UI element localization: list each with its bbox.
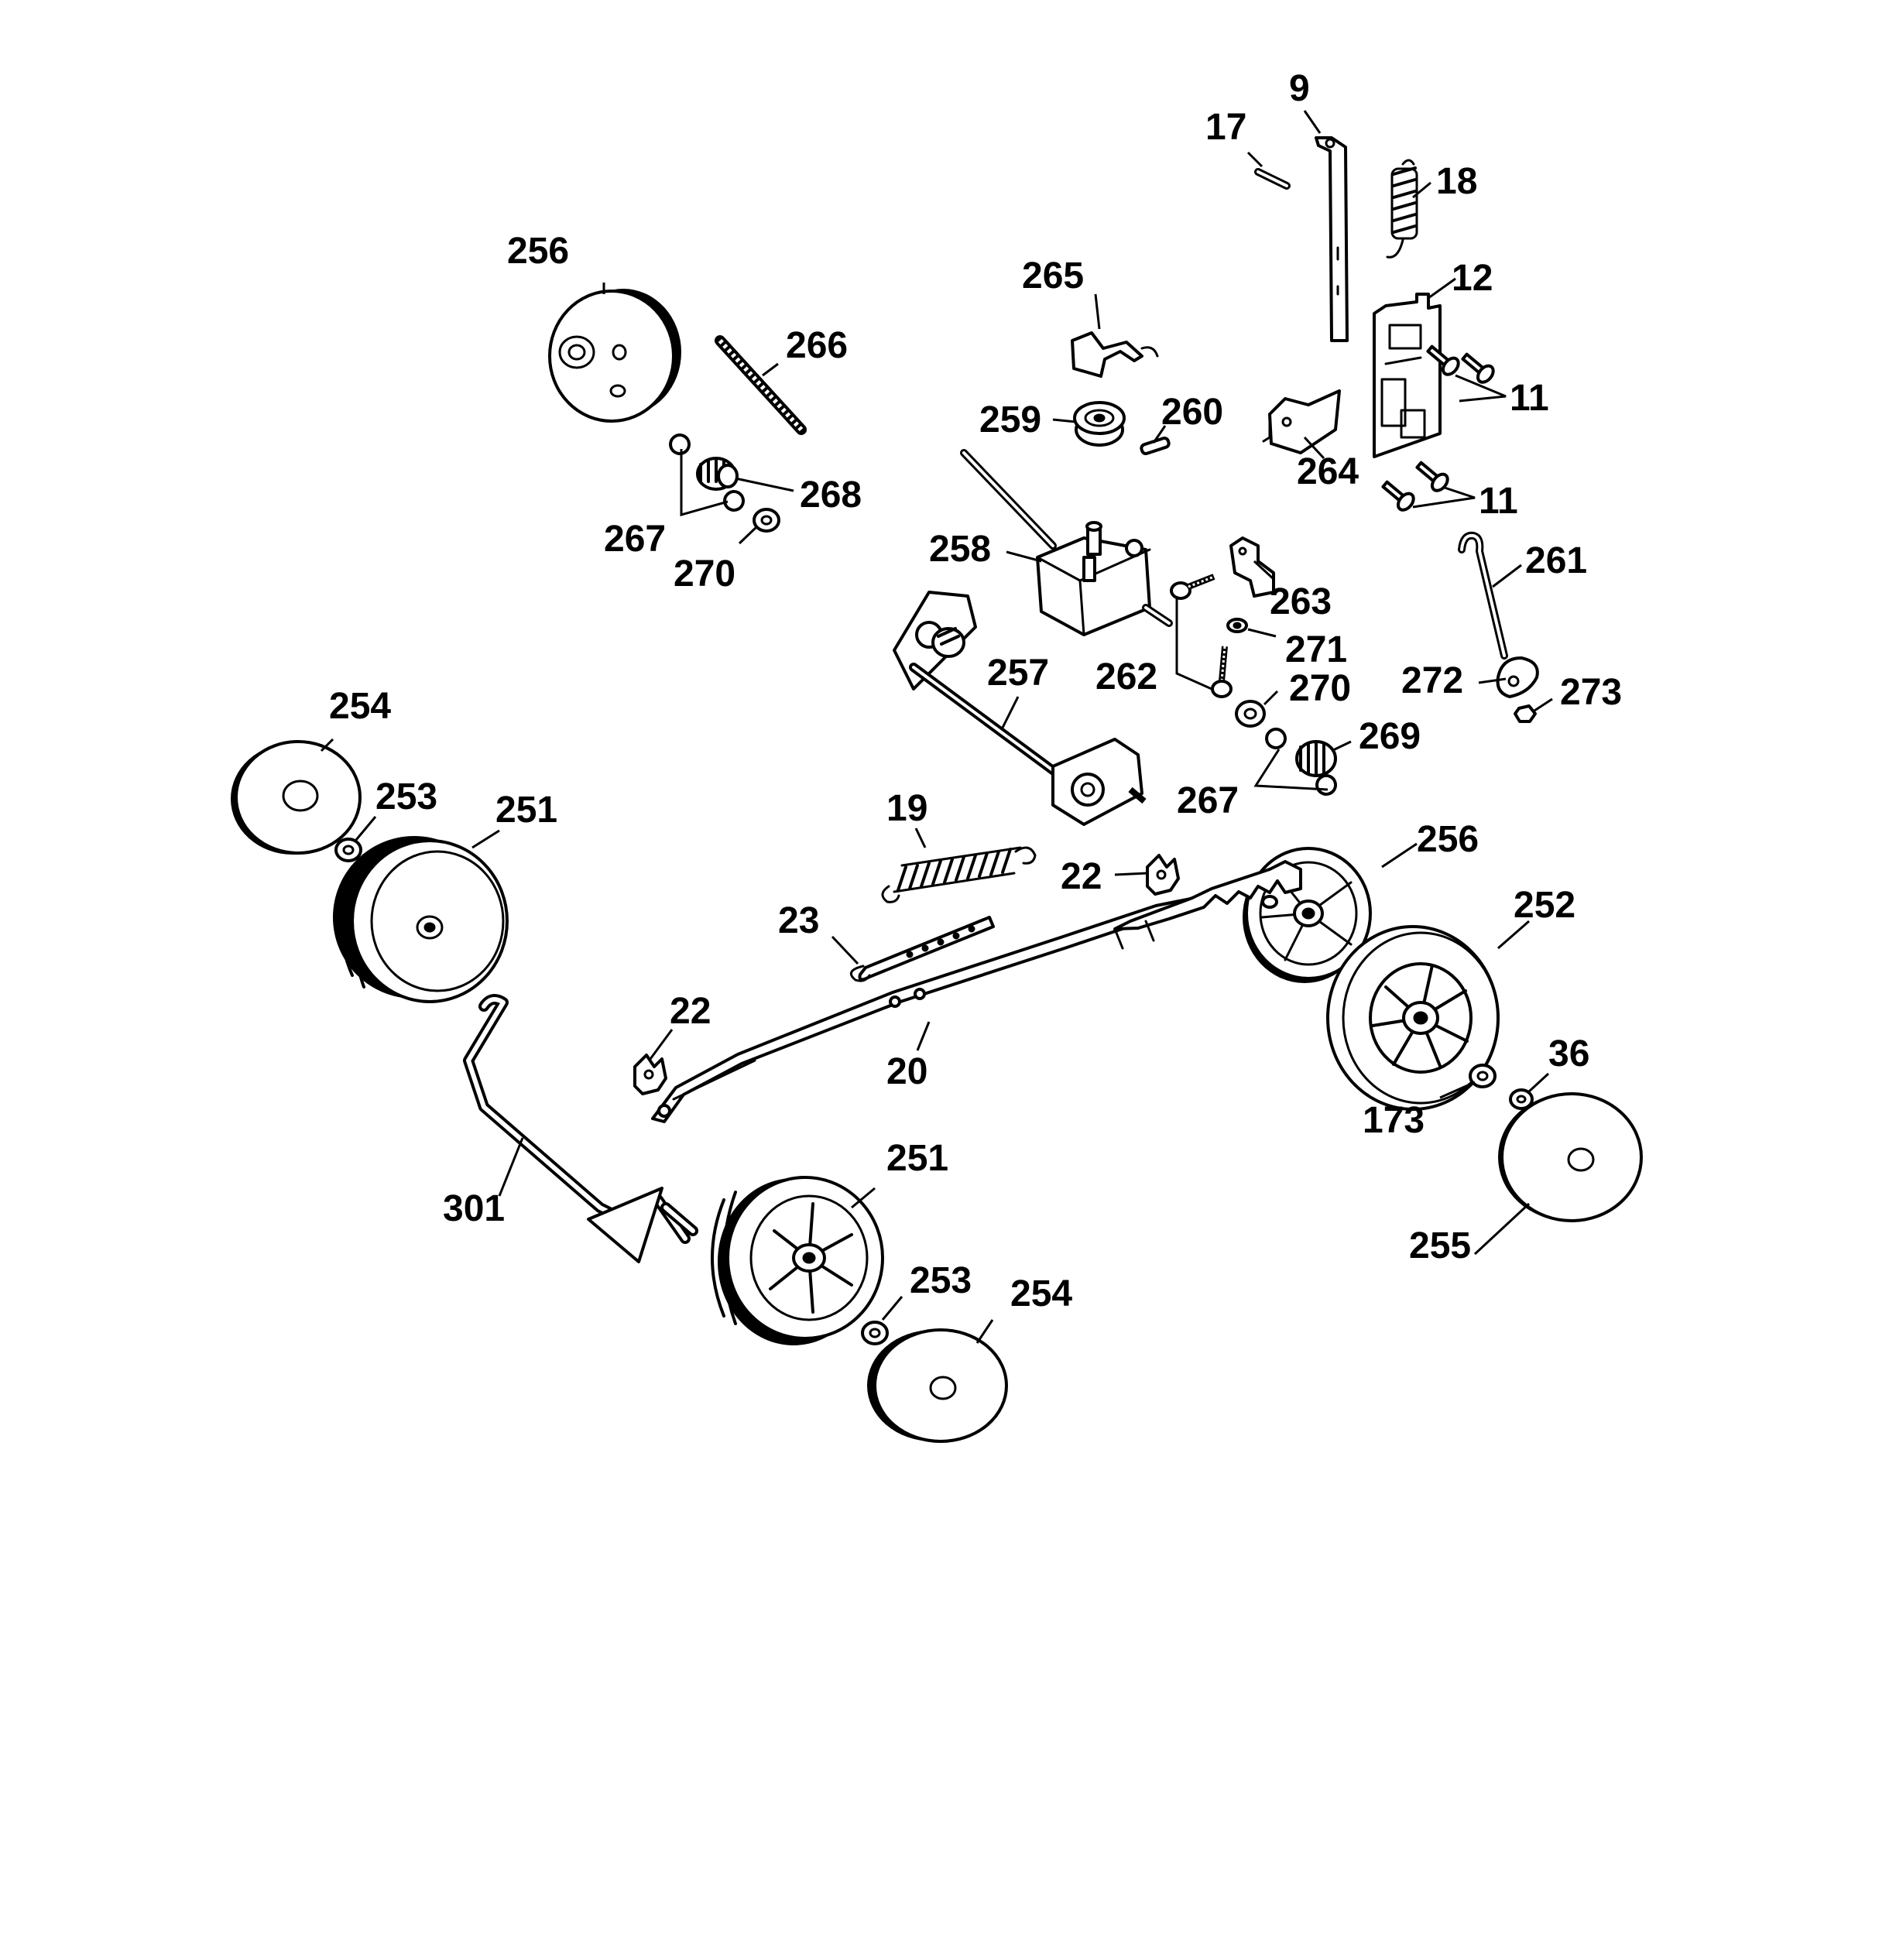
- label-264: 264: [1297, 451, 1359, 492]
- part-23-strap: [849, 916, 995, 982]
- part-256-wheel-disc-top: [548, 289, 681, 423]
- label-257: 257: [987, 653, 1049, 694]
- label-253-top: 253: [375, 776, 437, 817]
- label-9: 9: [1289, 68, 1310, 109]
- part-20-lever-arm: [651, 860, 1302, 1123]
- part-261-hook-rod: [1458, 531, 1508, 660]
- part-257-linkage: [893, 591, 1147, 826]
- label-271: 271: [1285, 629, 1347, 670]
- part-251-wheel-bottom: [711, 1176, 884, 1345]
- part-258-gearbox: [960, 449, 1173, 636]
- label-252: 252: [1514, 885, 1575, 926]
- label-19: 19: [886, 788, 927, 829]
- label-251-bottom: 251: [886, 1138, 948, 1179]
- part-265-bracket: [1071, 331, 1159, 378]
- part-263-bracket: [1229, 536, 1275, 598]
- label-261: 261: [1525, 540, 1587, 581]
- label-22-left: 22: [670, 991, 711, 1032]
- label-265: 265: [1022, 255, 1084, 296]
- part-253-nut-top: [334, 838, 362, 862]
- part-9-lever: [1315, 136, 1349, 342]
- label-268: 268: [800, 475, 862, 516]
- label-259: 259: [979, 399, 1041, 440]
- label-260: 260: [1161, 392, 1223, 433]
- label-272: 272: [1401, 660, 1463, 701]
- label-256-top: 256: [507, 231, 569, 272]
- part-259-pulley: [1073, 401, 1126, 447]
- label-267-bottom: 267: [1177, 780, 1239, 821]
- part-255-hubcap: [1498, 1092, 1643, 1222]
- part-264-bracket: [1262, 389, 1341, 454]
- part-267-rings-top: [669, 433, 745, 512]
- part-22-clip-left: [633, 1054, 667, 1095]
- part-270-washer-top: [753, 508, 780, 533]
- label-255: 255: [1409, 1225, 1471, 1266]
- label-36: 36: [1548, 1033, 1589, 1074]
- part-22-clip-right: [1146, 854, 1180, 896]
- label-23: 23: [778, 900, 819, 941]
- label-22-right: 22: [1061, 856, 1102, 897]
- part-17-pin: [1254, 168, 1291, 190]
- part-19-spring: [881, 846, 1037, 903]
- label-270-mid: 270: [1289, 668, 1351, 709]
- part-268-bushing: [696, 457, 739, 491]
- label-11-lower: 11: [1479, 481, 1518, 522]
- label-20: 20: [886, 1051, 927, 1092]
- label-269: 269: [1359, 716, 1421, 757]
- part-12-bracket-plate: [1373, 293, 1442, 458]
- part-36-nut: [1509, 1088, 1534, 1110]
- part-252-wheel: [1326, 925, 1500, 1111]
- label-254-bottom: 254: [1010, 1273, 1072, 1314]
- part-266-threaded-rod: [715, 335, 807, 435]
- label-11-upper: 11: [1510, 378, 1549, 419]
- part-272-link: [1496, 656, 1539, 698]
- part-271-washer: [1226, 618, 1248, 633]
- part-270-washer-mid: [1235, 700, 1266, 728]
- part-251-wheel-top: [333, 836, 509, 1003]
- part-labels: 9 17 18 12 11 11 256 266 265 259 260 264…: [329, 68, 1622, 1314]
- label-273: 273: [1560, 672, 1622, 713]
- label-251-top: 251: [495, 790, 557, 831]
- label-267-top: 267: [604, 519, 666, 560]
- label-17: 17: [1205, 107, 1246, 148]
- part-262-bolts: [1170, 574, 1233, 698]
- label-12: 12: [1452, 258, 1493, 299]
- label-262: 262: [1095, 656, 1157, 697]
- part-269-bushing: [1295, 740, 1337, 777]
- part-254-hubcap-bottom: [867, 1328, 1008, 1443]
- part-273-nut: [1514, 704, 1537, 723]
- label-258: 258: [929, 529, 991, 570]
- part-11-screws: [1381, 344, 1495, 512]
- part-254-hubcap-top: [231, 740, 362, 855]
- label-256-bottom: 256: [1417, 819, 1479, 860]
- label-254-top: 254: [329, 686, 391, 727]
- label-270-top: 270: [674, 553, 735, 595]
- leader-lines: [320, 110, 1553, 1344]
- label-18: 18: [1436, 161, 1477, 202]
- part-173-washer: [1469, 1064, 1497, 1088]
- part-267-rings-bottom: [1265, 728, 1337, 796]
- label-253-bottom: 253: [910, 1260, 972, 1301]
- label-173: 173: [1363, 1100, 1425, 1141]
- label-266: 266: [786, 325, 848, 366]
- part-301-axle-crank: [463, 994, 698, 1263]
- label-301: 301: [443, 1188, 505, 1229]
- part-18-spring: [1386, 159, 1418, 259]
- label-263: 263: [1270, 581, 1332, 622]
- part-253-nut-bottom: [861, 1321, 889, 1345]
